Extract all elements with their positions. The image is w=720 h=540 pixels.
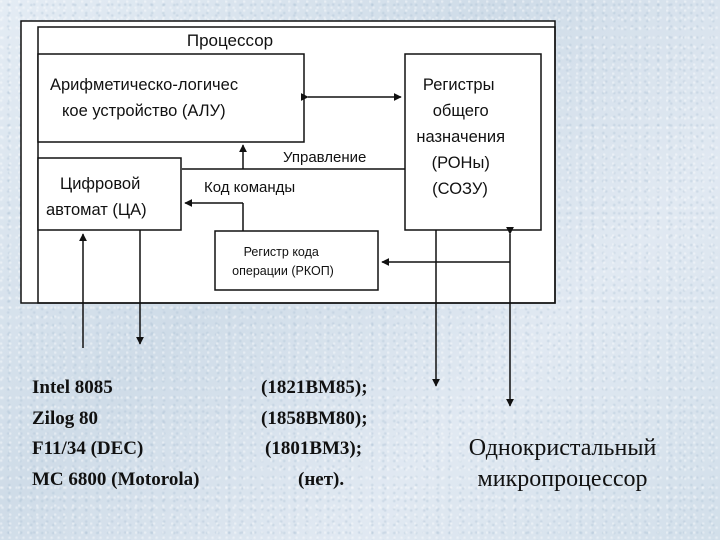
control-unit-label-line-1: Цифровой (60, 175, 140, 193)
control-line (182, 144, 405, 170)
opcode-register-label: Регистр кода операции (РКОП) (232, 245, 334, 278)
alu-block (37, 53, 305, 143)
opcode-register-block (214, 230, 379, 291)
control-unit-block (37, 157, 182, 231)
alu-label-line-2: кое устройство (АЛУ) (62, 102, 226, 120)
control-unit-label-line-2: автомат (ЦА) (46, 201, 147, 219)
registers-label-line-3: назначения (416, 128, 505, 146)
processor-analog-code: (1801ВМ3); (265, 438, 363, 459)
command-code-line (184, 199, 244, 231)
processor-name: F11/34 (DEC) (32, 438, 144, 459)
processor-analog-code: (1858ВМ80); (261, 407, 368, 429)
processor-name: Intel 8085 (32, 377, 113, 398)
caption-line-1: Однокристальный (468, 435, 657, 461)
processor-label: Процессор (187, 31, 273, 50)
opcode-register-label-line-2: операции (РКОП) (232, 264, 334, 278)
opcode-register-label-line-1: Регистр кода (244, 245, 319, 259)
registers-label-line-4: (РОНы) (432, 154, 490, 172)
registers-label-line-2: общего (433, 102, 489, 120)
alu-label-line-1: Арифметическо-логичес (50, 76, 238, 94)
processor-name: MC 6800 (Motorola) (32, 468, 200, 490)
control-signal-label: Управление (283, 149, 366, 166)
registers-label-line-5: (СОЗУ) (432, 180, 488, 198)
processor-name: Zilog 80 (32, 407, 98, 429)
command-code-label: Код команды (204, 179, 295, 196)
caption-line-2: микропроцессор (477, 466, 648, 492)
registers-label-line-1: Регистры (423, 76, 495, 94)
control-unit-label: Цифровой автомат (ЦА) (46, 175, 147, 219)
caption: Однокристальный микропроцессор (440, 433, 685, 495)
processor-analog-code: (1821ВМ85); (261, 377, 368, 398)
alu-label: Арифметическо-логичес кое устройство (АЛ… (50, 76, 243, 120)
processor-analog-code: (нет). (298, 468, 345, 490)
registers-label: Регистры общего назначения (РОНы) (СОЗУ) (416, 76, 509, 198)
registers-block (404, 53, 542, 231)
